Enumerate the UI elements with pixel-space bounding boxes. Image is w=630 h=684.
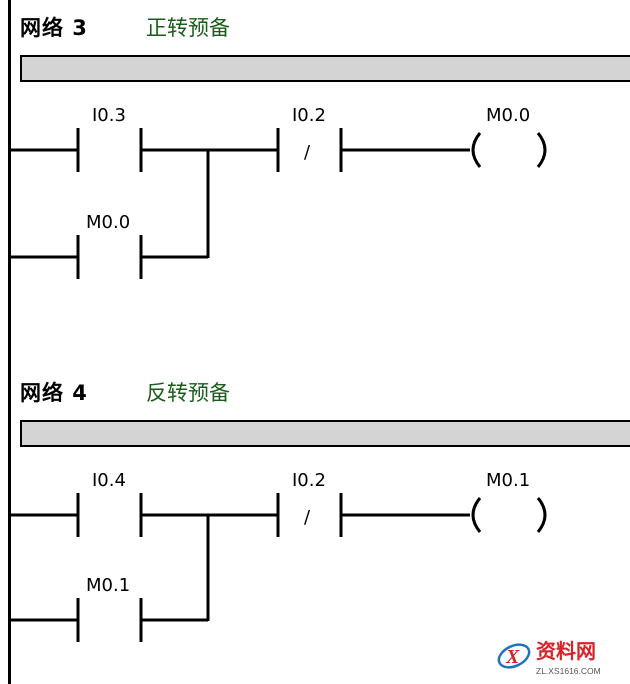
network-title[interactable]: 网络 4 (20, 381, 88, 405)
watermark-url: ZL.XS1616.COM (536, 666, 601, 676)
logo-mark-icon: X (505, 646, 520, 668)
network-title[interactable]: 网络 3 (20, 16, 88, 40)
nc-symbol: / (304, 142, 311, 163)
hold-contact-address[interactable]: M0.0 (86, 212, 130, 233)
network-comment-bar[interactable] (20, 55, 630, 82)
watermark-brand: 资料网 (536, 639, 596, 663)
contact-address[interactable]: I0.3 (92, 105, 126, 126)
ladder-diagram: I0.3 M0.0 I0.2 / M0.0 (10, 105, 547, 279)
hold-contact-address[interactable]: M0.1 (86, 575, 130, 596)
coil-right-paren (536, 497, 547, 533)
nc-symbol: / (304, 507, 311, 528)
ladder-diagram: I0.4 M0.1 I0.2 / M0.1 (10, 470, 547, 642)
network-3[interactable]: 网络 3 正转预备 I0.3 M0.0 I0.2 / M0.0 (0, 0, 630, 360)
nc-contact-address[interactable]: I0.2 (292, 470, 326, 491)
coil-right-paren (536, 132, 547, 168)
contact-address[interactable]: I0.4 (92, 470, 126, 491)
watermark-logo: X 资料网 ZL.XS1616.COM (497, 639, 601, 676)
left-power-rail (8, 0, 11, 684)
network-comment-bar[interactable] (20, 420, 630, 447)
network-4[interactable]: 网络 4 反转预备 I0.4 M0.1 I0.2 / M0.1 (0, 365, 630, 684)
nc-contact-address[interactable]: I0.2 (292, 105, 326, 126)
coil-left-paren (471, 497, 482, 533)
coil-address[interactable]: M0.0 (486, 105, 530, 126)
network-comment[interactable]: 正转预备 (146, 16, 230, 40)
coil-address[interactable]: M0.1 (486, 470, 530, 491)
coil-left-paren (471, 132, 482, 168)
network-comment[interactable]: 反转预备 (146, 381, 230, 405)
logo-swirl-icon (497, 643, 531, 669)
